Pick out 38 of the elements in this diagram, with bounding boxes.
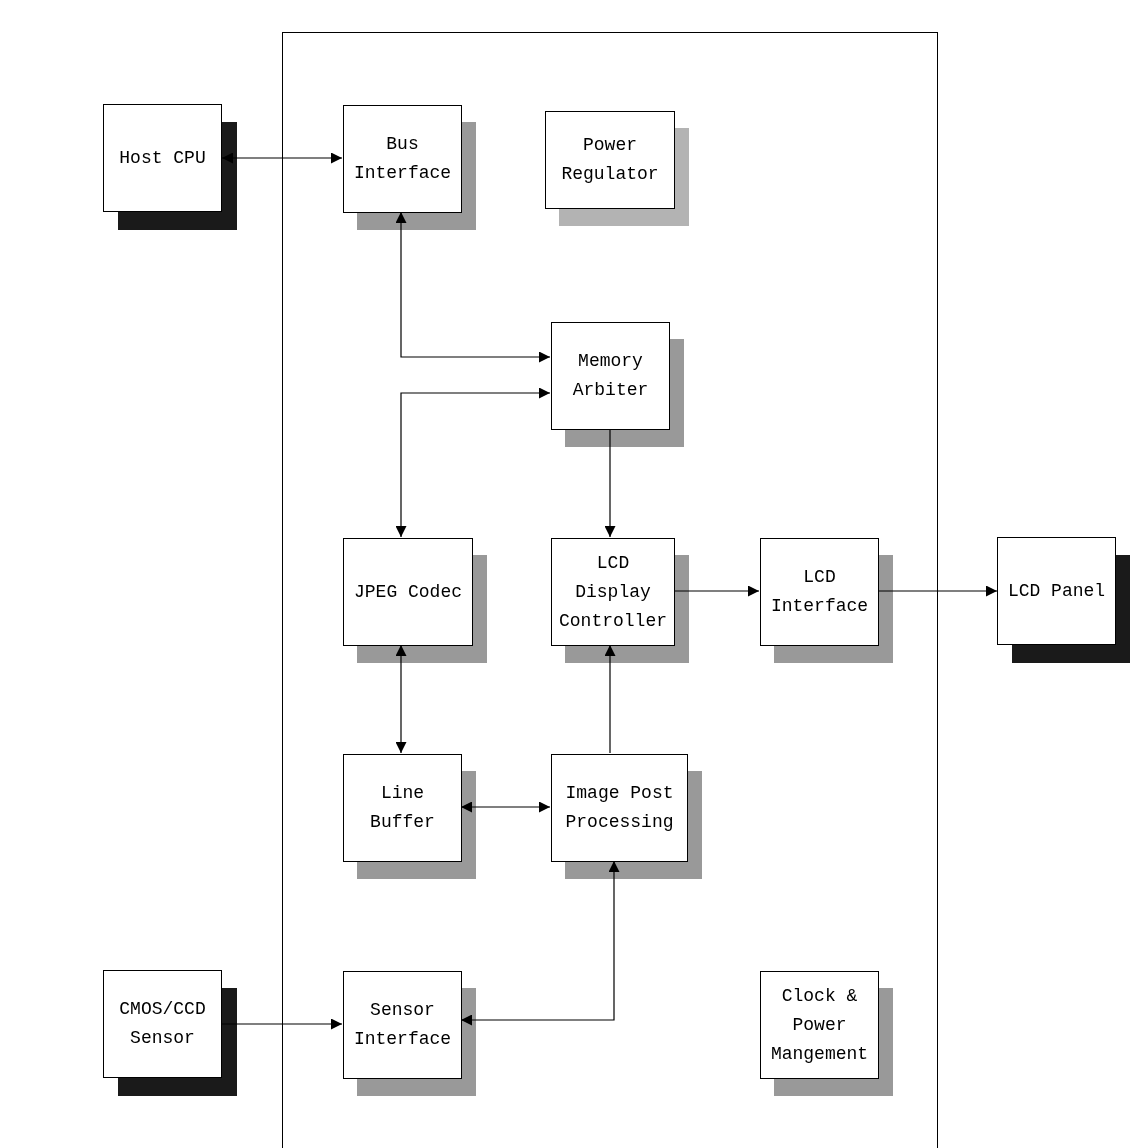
block-label: Image Post Processing — [564, 782, 675, 834]
arrow — [604, 428, 616, 538]
arrow — [221, 1018, 343, 1030]
block-label: Sensor Interface — [352, 999, 453, 1051]
arrow — [460, 860, 620, 1026]
block-label: LCD Display Controller — [558, 551, 668, 633]
block-label: LCD Interface — [769, 566, 870, 618]
block-label: LCD Panel — [1006, 579, 1107, 603]
arrow — [395, 644, 407, 754]
arrow — [604, 644, 616, 754]
block-box — [551, 322, 670, 430]
block-label: Line Buffer — [369, 782, 436, 834]
block-box — [103, 104, 222, 212]
block-label: JPEG Codec — [353, 580, 463, 604]
arrow — [395, 211, 551, 363]
arrow — [673, 585, 760, 597]
block-label: Clock & Power Mangement — [769, 984, 870, 1066]
block-box — [997, 537, 1116, 645]
block-box — [760, 971, 879, 1079]
block-label: Host CPU — [118, 146, 207, 170]
arrow — [221, 152, 343, 164]
arrow — [395, 387, 551, 538]
block-box — [551, 538, 675, 646]
block-label: CMOS/CCD Sensor — [118, 998, 207, 1050]
block-label: Power Regulator — [560, 134, 660, 186]
arrow — [877, 585, 998, 597]
block-box — [545, 111, 675, 209]
block-box — [760, 538, 879, 646]
block-box — [551, 754, 688, 862]
arrow — [460, 801, 551, 813]
block-label: Memory Arbiter — [571, 350, 650, 402]
block-label: Bus Interface — [352, 133, 453, 185]
block-box — [343, 754, 462, 862]
chip-boundary — [282, 32, 938, 1148]
block-box — [343, 971, 462, 1079]
block-box — [343, 538, 473, 646]
block-box — [343, 105, 462, 213]
block-box — [103, 970, 222, 1078]
